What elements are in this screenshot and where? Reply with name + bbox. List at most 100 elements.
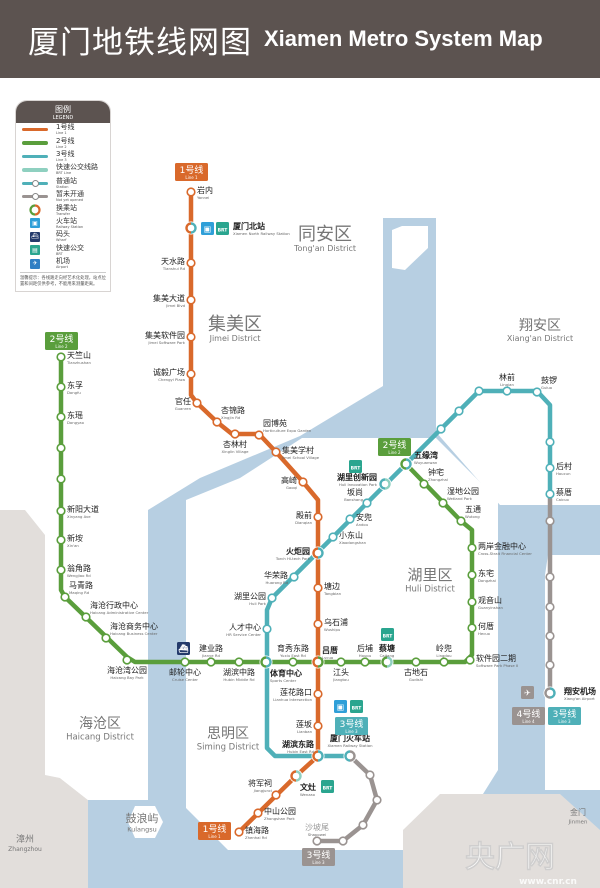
- station-name: 莲花路口: [280, 687, 312, 697]
- station-marker[interactable]: [545, 631, 555, 641]
- station-marker[interactable]: [454, 406, 464, 416]
- station-marker[interactable]: [358, 820, 368, 830]
- station-name: 何厝: [478, 621, 494, 631]
- station-marker[interactable]: [56, 474, 66, 484]
- station-marker: [180, 657, 190, 667]
- station-name: 蔡塘: [378, 643, 395, 653]
- station-name: 杏锦路: [221, 405, 245, 415]
- station-marker[interactable]: [545, 572, 555, 582]
- station-marker[interactable]: [545, 602, 555, 612]
- station-marker[interactable]: [545, 516, 555, 526]
- legend-label-en: Wharf: [56, 238, 67, 243]
- station-marker[interactable]: [474, 386, 484, 396]
- station-marker[interactable]: [372, 795, 382, 805]
- station-marker[interactable]: [365, 770, 375, 780]
- station-marker[interactable]: [436, 424, 446, 434]
- station-marker[interactable]: [56, 443, 66, 453]
- station-name: 华荣路: [264, 570, 288, 580]
- station-marker[interactable]: [545, 437, 555, 447]
- legend-label-en: Not yet opened: [56, 198, 84, 203]
- station-marker[interactable]: [338, 836, 348, 846]
- station-marker[interactable]: [545, 660, 555, 670]
